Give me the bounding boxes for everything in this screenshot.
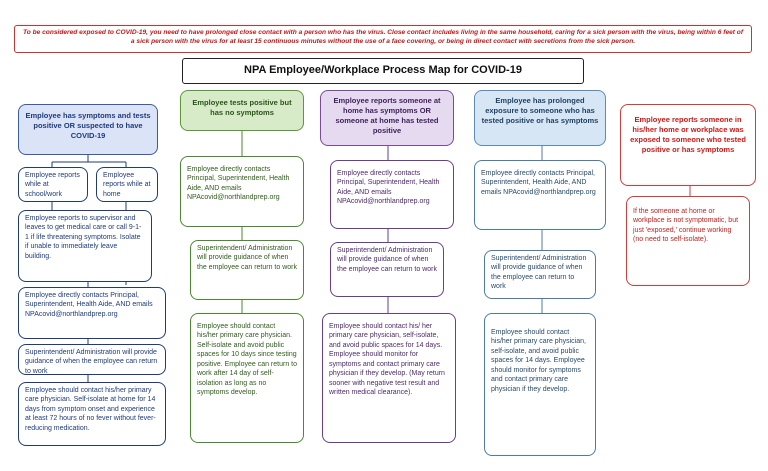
col1-report-at-home: Employee reports while at home <box>96 167 158 202</box>
page-title: NPA Employee/Workplace Process Map for C… <box>182 58 584 84</box>
col5-step-continue-working: If the someone at home or workplace is n… <box>626 196 750 286</box>
col2-step-physician: Employee should contact his/her primary … <box>190 313 304 443</box>
col1-report-at-work: Employee reports while at school/work <box>18 167 88 202</box>
col1-step-contact: Employee directly contacts Principal, Su… <box>18 287 166 339</box>
col2-step-guidance: Superintendent/ Administration will prov… <box>190 240 304 300</box>
col1-step-guidance: Superintendent/ Administration will prov… <box>18 344 166 375</box>
exposure-definition-banner: To be considered exposed to COVID-19, yo… <box>14 25 752 53</box>
col1-step-supervisor: Employee reports to supervisor and leave… <box>18 210 152 282</box>
col3-step-contact: Employee directly contacts Principal, Su… <box>330 160 454 229</box>
col1-header: Employee has symptoms and tests positive… <box>18 104 158 155</box>
col3-step-guidance: Superintendent/ Administration will prov… <box>330 242 444 297</box>
col2-step-contact: Employee directly contacts Principal, Su… <box>180 156 304 227</box>
col4-step-guidance: Superintendent/ Administration will prov… <box>484 250 596 299</box>
col3-header: Employee reports someone at home has sym… <box>320 90 454 146</box>
col4-header: Employee has prolonged exposure to someo… <box>474 90 606 146</box>
col4-step-physician: Employee should contact his/her primary … <box>484 313 596 456</box>
col4-step-contact: Employee directly contacts Principal, Su… <box>474 160 606 230</box>
col2-header: Employee tests positive but has no sympt… <box>180 90 304 131</box>
col1-step-physician: Employee should contact his/her primary … <box>18 382 166 446</box>
col3-step-physician: Employee should contact his/ her primary… <box>322 313 456 443</box>
col5-header: Employee reports someone in his/her home… <box>620 104 756 186</box>
